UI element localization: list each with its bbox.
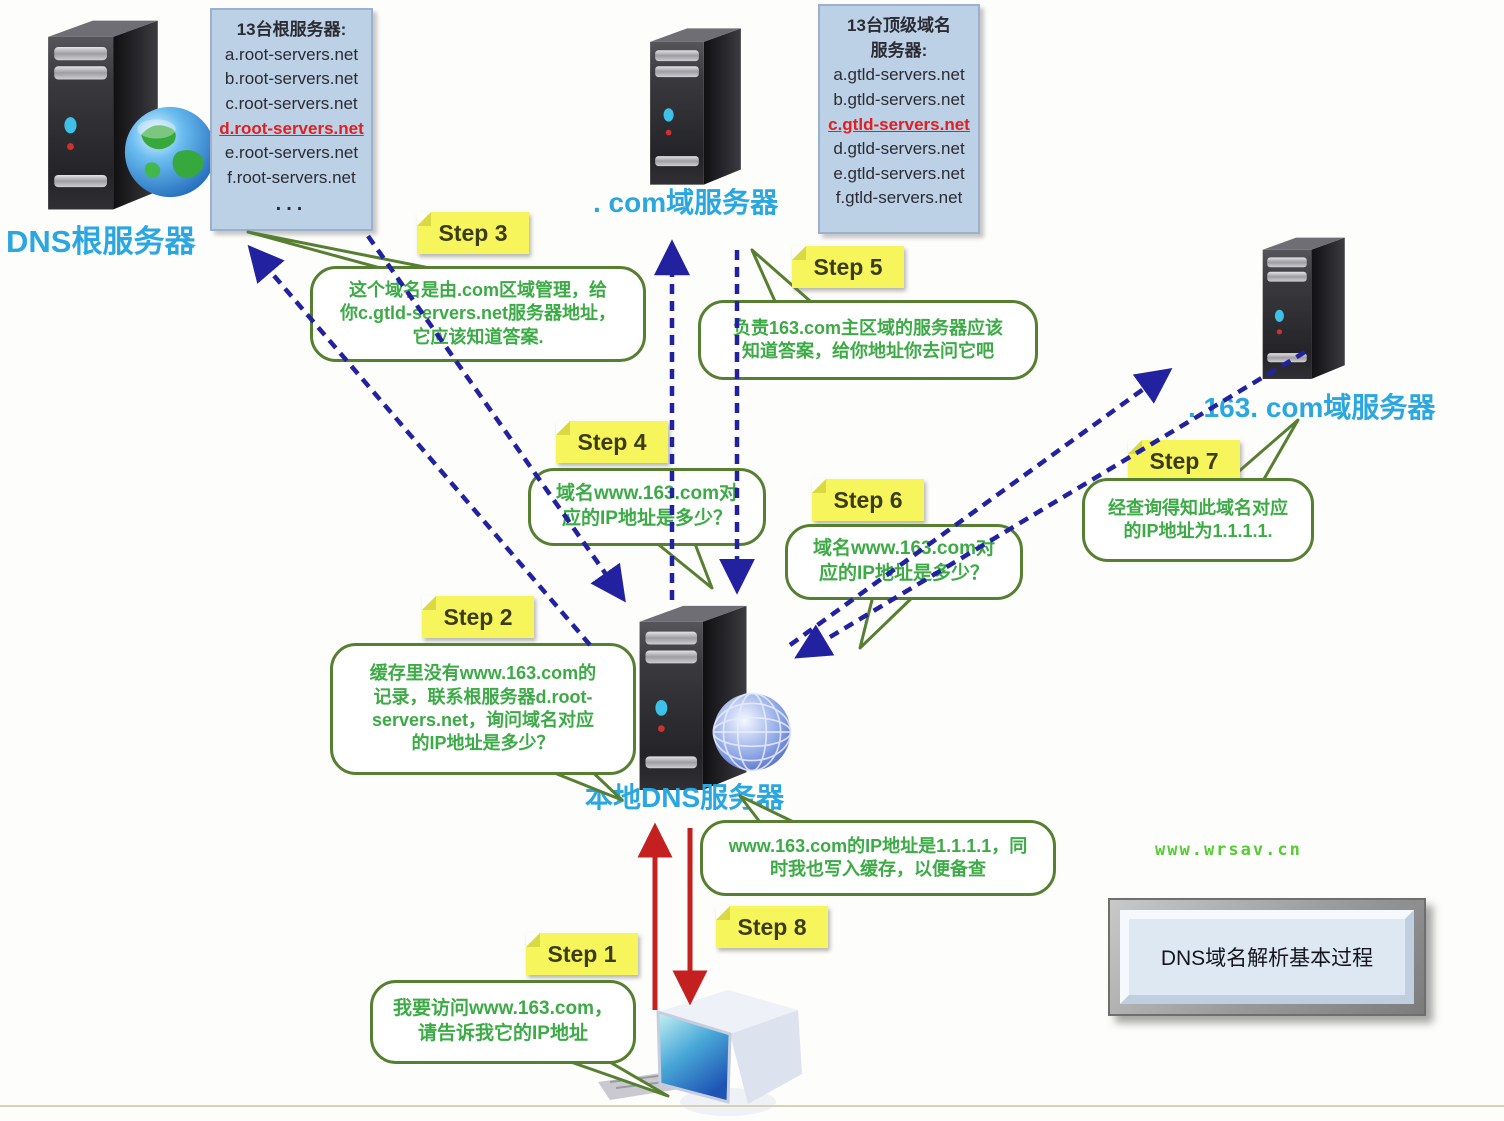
com-server-icon [642, 20, 754, 188]
root-servers-info-box: 13台根服务器: a.root-servers.net b.root-serve… [210, 8, 373, 231]
gtld-info-title: 13台顶级域名 服务器: [847, 16, 951, 60]
step2-note: Step 2 [422, 596, 534, 638]
root-server-entry: f.root-servers.net [227, 167, 356, 187]
step8-bubble: www.163.com的IP地址是1.1.1.1，同 时我也写入缓存，以便备查 [700, 820, 1056, 896]
163com-server-icon [1256, 230, 1356, 382]
step6-bubble: 域名www.163.com对 应的IP地址是多少？ [785, 524, 1023, 600]
root-server-label: DNS根服务器 [6, 224, 196, 259]
step2-bubble: 缓存里没有www.163.com的 记录，联系根服务器d.root- serve… [330, 643, 636, 775]
163com-server-label: . 163. com域服务器 [1188, 392, 1436, 423]
step7-note: Step 7 [1128, 440, 1240, 482]
earth-globe-icon [122, 104, 218, 200]
diagram-title-text: DNS域名解析基本过程 [1120, 910, 1414, 1004]
step7-bubble: 经查询得知此域名对应 的IP地址为1.1.1.1. [1082, 478, 1314, 562]
tail-step6 [858, 590, 920, 650]
step8-note: Step 8 [716, 906, 828, 948]
step3-note: Step 3 [417, 212, 529, 254]
watermark-text: www.wrsav.cn [1155, 840, 1302, 860]
step4-note: Step 4 [556, 421, 668, 463]
step3-bubble: 这个域名是由.com区域管理，给 你c.gtld-servers.net服务器地… [310, 266, 646, 362]
step5-note: Step 5 [792, 246, 904, 288]
step6-note: Step 6 [812, 479, 924, 521]
step1-note: Step 1 [526, 933, 638, 975]
gtld-server-entry-highlighted: c.gtld-servers.net [828, 114, 970, 134]
step5-bubble: 负责163.com主区域的服务器应该 知道答案，给你地址你去问它吧 [698, 300, 1038, 380]
local-dns-server-label: 本地DNS服务器 [585, 782, 785, 813]
gtld-server-entry: f.gtld-servers.net [835, 188, 963, 208]
root-server-entry-highlighted: d.root-servers.net [219, 118, 364, 138]
gtld-server-entry: d.gtld-servers.net [833, 139, 965, 159]
root-server-entry: c.root-servers.net [225, 93, 358, 113]
step1-bubble: 我要访问www.163.com， 请告诉我它的IP地址 [370, 980, 636, 1064]
root-server-entry: e.root-servers.net [224, 143, 359, 163]
gtld-server-entry: a.gtld-servers.net [833, 65, 965, 85]
bottom-divider [0, 1105, 1504, 1107]
root-server-entry: b.root-servers.net [224, 69, 359, 89]
gtld-server-entry: e.gtld-servers.net [833, 163, 965, 183]
root-info-title: 13台根服务器: [236, 20, 347, 39]
gtld-server-entry: b.gtld-servers.net [833, 89, 965, 109]
gtld-servers-info-box: 13台顶级域名 服务器: a.gtld-servers.net b.gtld-s… [818, 4, 980, 234]
root-server-entry: a.root-servers.net [224, 44, 359, 64]
step4-bubble: 域名www.163.com对 应的IP地址是多少？ [528, 468, 766, 546]
network-globe-icon [710, 690, 794, 774]
ellipsis-text: ... [275, 193, 308, 216]
com-server-label: . com域服务器 [593, 187, 779, 218]
diagram-title-box: DNS域名解析基本过程 [1108, 898, 1426, 1016]
